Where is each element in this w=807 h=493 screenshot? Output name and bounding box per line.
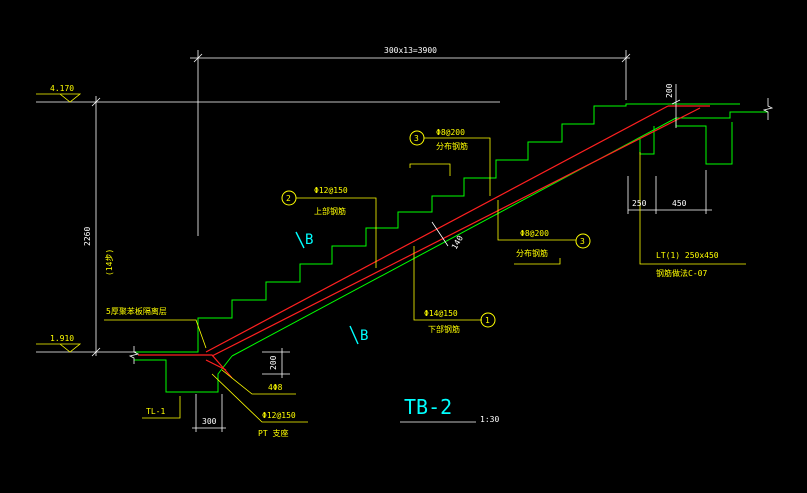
leader-c3a [424,137,491,196]
top-landing-outline [676,111,768,119]
top-beam-outline [675,118,733,165]
elev-top-text: 4.170 [50,84,74,93]
leader-c2 [296,197,377,268]
callout-circles [281,130,591,328]
landing-w1-text: 250 [632,199,647,208]
elev-symbol-bottom [36,343,82,353]
drawing-scale: 1:30 [480,415,499,424]
stair-steps-profile [197,103,740,332]
bottom-hook-text: Φ12@150 [262,411,296,420]
leader-beam-top [639,152,746,265]
top-thick-text: 200 [665,83,674,98]
callout-2-sub: 上部钢筋 [314,206,346,216]
section-mark-lower-text: B [360,328,368,344]
callout-3b-num: 3 [580,237,585,246]
beam-top-sub: 钢筋做法C-07 [656,268,707,278]
callout-3a-text: Φ8@200 [436,128,465,137]
leader-bottom-hook [211,373,308,423]
callout-2-text: Φ12@150 [314,186,348,195]
elevation-symbols [36,93,82,353]
rebar-bottom-cross [205,359,227,371]
callout-circle-3b [575,233,591,249]
leader-c3b [497,200,576,241]
callout-3a-num: 3 [414,134,419,143]
callout-1-sub: 下部钢筋 [428,324,460,334]
callout-circle-1 [480,312,496,328]
bottom-bars-text: 4Φ8 [268,383,283,392]
callout-1-text: Φ14@150 [424,309,458,318]
leader-tl [142,396,181,419]
callout-3b-sub: 分布钢筋 [516,248,548,258]
bottom-landing-outline [134,332,199,353]
elev-symbol-top [36,93,82,103]
top-beam-lower [639,126,655,155]
rise-dim-text: 2260 [83,227,92,246]
callout-3b-text: Φ8@200 [520,229,549,238]
leader-c3a-bar [409,163,451,176]
elev-bottom-text: 1.910 [50,334,74,343]
run-tick-left [193,53,203,63]
bottom-hook-sub: PT 支座 [258,428,288,438]
leader-c1 [413,246,482,321]
break-mark-bottom [128,346,140,364]
section-mark-upper-line [295,231,305,249]
leader-bottom-bars [221,369,296,395]
section-mark-lower-line [349,325,359,345]
top-thick-tick [671,99,681,105]
callout-circle-3a [409,130,425,146]
drawing-title: TB-2 [404,395,452,419]
leader-c3b-bar [514,258,561,265]
callout-1-num: 1 [485,316,490,325]
rebar-lines [138,105,710,379]
steps-text: (14步) [105,249,114,276]
slab-thick-text: 140 [450,234,465,251]
bottom-width-text: 300 [202,417,217,426]
dimension-lines [36,50,774,432]
break-mark-top [762,98,774,120]
run-tick-right [621,53,631,63]
section-mark-upper-text: B [305,232,313,248]
bottom-beam-outline [134,355,233,393]
leader-bottom-note [104,319,207,349]
run-dim-text: 300x13=3900 [384,46,437,55]
rise-tick-top [91,97,101,107]
callout-3a-sub: 分布钢筋 [436,141,468,151]
landing-w2-text: 450 [672,199,687,208]
section-marks [295,231,359,345]
rebar-bottom-main [211,107,701,357]
bottom-note-text: 5厚聚苯板隔离层 [106,306,167,316]
slab-thick-dim [431,221,449,247]
beam-h-text: 200 [269,355,278,370]
beam-top-text: LT(1) 250x450 [656,251,719,260]
leader-lines [104,137,746,423]
tl-label: TL-1 [146,407,165,416]
callout-circle-2 [281,190,297,206]
callout-2-num: 2 [286,194,291,203]
